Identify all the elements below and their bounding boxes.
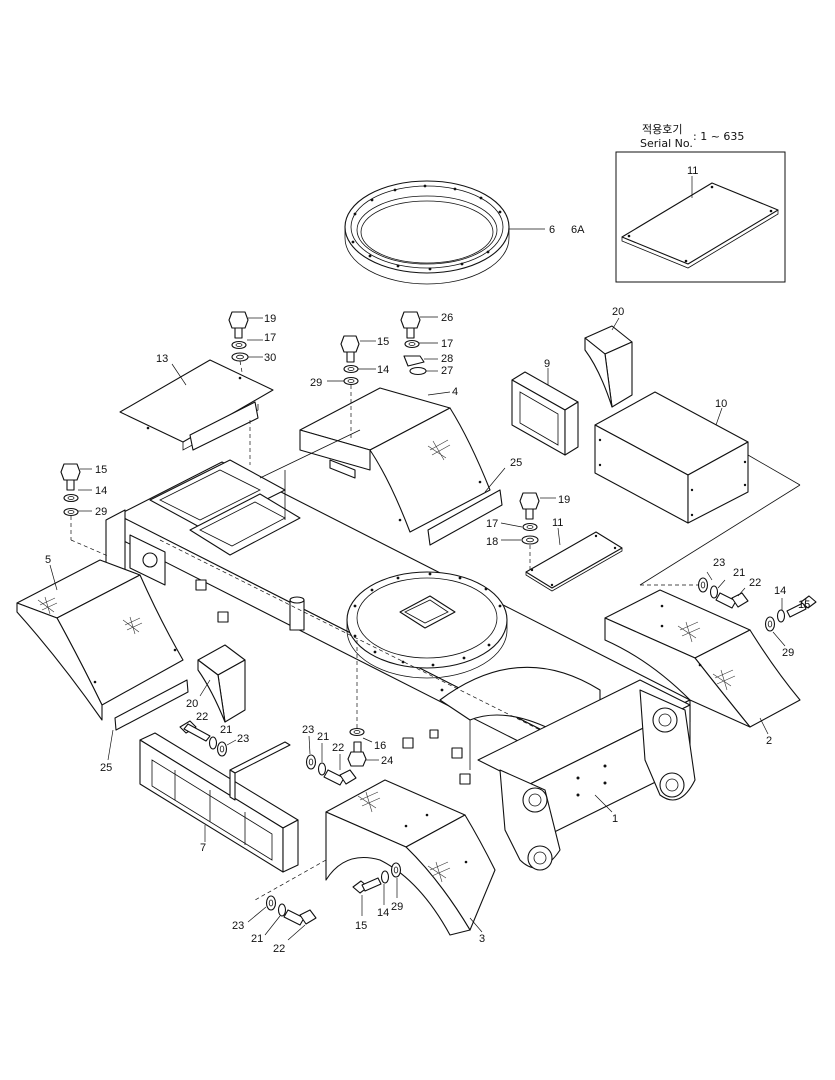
strip-25-lower	[114, 679, 189, 731]
callout-23-c: 23	[232, 920, 244, 932]
bolt-15-bottom	[352, 862, 402, 894]
callout-24: 24	[381, 755, 393, 767]
callout-22-d: 22	[749, 577, 761, 589]
boom-foot-bracket	[477, 679, 696, 871]
callout-14-c: 14	[377, 907, 389, 919]
callout-15-d: 15	[798, 599, 810, 611]
callout-23-d: 23	[713, 557, 725, 569]
bolt-15-left	[60, 463, 81, 517]
swing-bearing-ring	[344, 180, 510, 285]
callout-15-c: 15	[355, 920, 367, 932]
frame-bracket-7	[139, 732, 299, 873]
bracket-9	[511, 371, 579, 456]
cover-4	[299, 387, 491, 533]
inset-cover-plate	[621, 182, 779, 269]
callout-30: 30	[264, 352, 276, 364]
bolt-19-right	[519, 492, 540, 545]
block-20-upper	[584, 325, 633, 408]
callout-21-b: 21	[317, 731, 329, 743]
callout-3: 3	[479, 933, 485, 945]
bolt-19-top	[228, 311, 249, 362]
callout-10: 10	[715, 398, 727, 410]
callout-16: 16	[374, 740, 386, 752]
callout-29-a: 29	[310, 377, 322, 389]
callout-13: 13	[156, 353, 168, 365]
callout-7: 7	[200, 842, 206, 854]
callout-4: 4	[452, 386, 458, 398]
callout-21-a: 21	[220, 724, 232, 736]
callout-11-inset: 11	[687, 165, 698, 177]
callout-29-c: 29	[391, 901, 403, 913]
bolt-22-right	[697, 577, 749, 609]
bolt-24	[347, 727, 367, 767]
bolt-26	[400, 311, 427, 376]
callout-21-c: 21	[251, 933, 263, 945]
callout-22-a: 22	[196, 711, 208, 723]
plate-11	[525, 531, 623, 592]
callout-14-a: 14	[377, 364, 389, 376]
callout-23-b: 23	[302, 724, 314, 736]
inset-box	[615, 151, 786, 283]
upper-frame	[105, 459, 691, 785]
callout-28: 28	[441, 353, 453, 365]
callout-17-c: 17	[486, 518, 498, 530]
callout-2: 2	[766, 735, 772, 747]
serial-no-label: Serial No.	[640, 137, 693, 150]
cover-5	[16, 559, 184, 721]
bolt-22-center	[305, 754, 357, 786]
callout-29-d: 29	[782, 647, 794, 659]
callout-15-a: 15	[377, 336, 389, 348]
callout-23-a: 23	[237, 733, 249, 745]
callout-20-b: 20	[186, 698, 198, 710]
callout-26: 26	[441, 312, 453, 324]
callout-22-b: 22	[332, 742, 344, 754]
bolt-22-bottom	[265, 895, 317, 926]
callout-6: 6	[549, 224, 555, 236]
serial-note-title: 적용호기	[642, 123, 682, 136]
callout-1: 1	[612, 813, 618, 825]
callout-15-b: 15	[95, 464, 107, 476]
callout-14-b: 14	[95, 485, 107, 497]
callout-29-b: 29	[95, 506, 107, 518]
callout-22-c: 22	[273, 943, 285, 955]
callout-17-b: 17	[441, 338, 453, 350]
block-20-lower	[197, 644, 246, 723]
cover-plate-13	[119, 359, 274, 451]
callout-18: 18	[486, 536, 498, 548]
callout-27: 27	[441, 365, 453, 377]
callout-25-b: 25	[100, 762, 112, 774]
callout-21-d: 21	[733, 567, 745, 579]
bolt-15-center	[340, 335, 360, 386]
strip-25-upper	[427, 489, 503, 546]
cover-3	[325, 779, 496, 936]
bolt-15-right	[764, 595, 817, 632]
callout-6a: 6A	[571, 224, 585, 236]
callout-14-d: 14	[774, 585, 786, 597]
callout-11: 11	[552, 517, 563, 529]
cover-2	[604, 589, 801, 728]
callout-9: 9	[544, 358, 550, 370]
box-10	[594, 391, 749, 524]
serial-note: 적용호기 Serial No. : 1 ~ 635	[640, 123, 744, 150]
callout-25-a: 25	[510, 457, 522, 469]
callout-17-a: 17	[264, 332, 276, 344]
callout-19-b: 19	[558, 494, 570, 506]
callout-20-a: 20	[612, 306, 624, 318]
callout-5: 5	[45, 554, 51, 566]
serial-range: : 1 ~ 635	[693, 130, 744, 143]
bolt-22-left	[179, 720, 228, 757]
callout-19-a: 19	[264, 313, 276, 325]
